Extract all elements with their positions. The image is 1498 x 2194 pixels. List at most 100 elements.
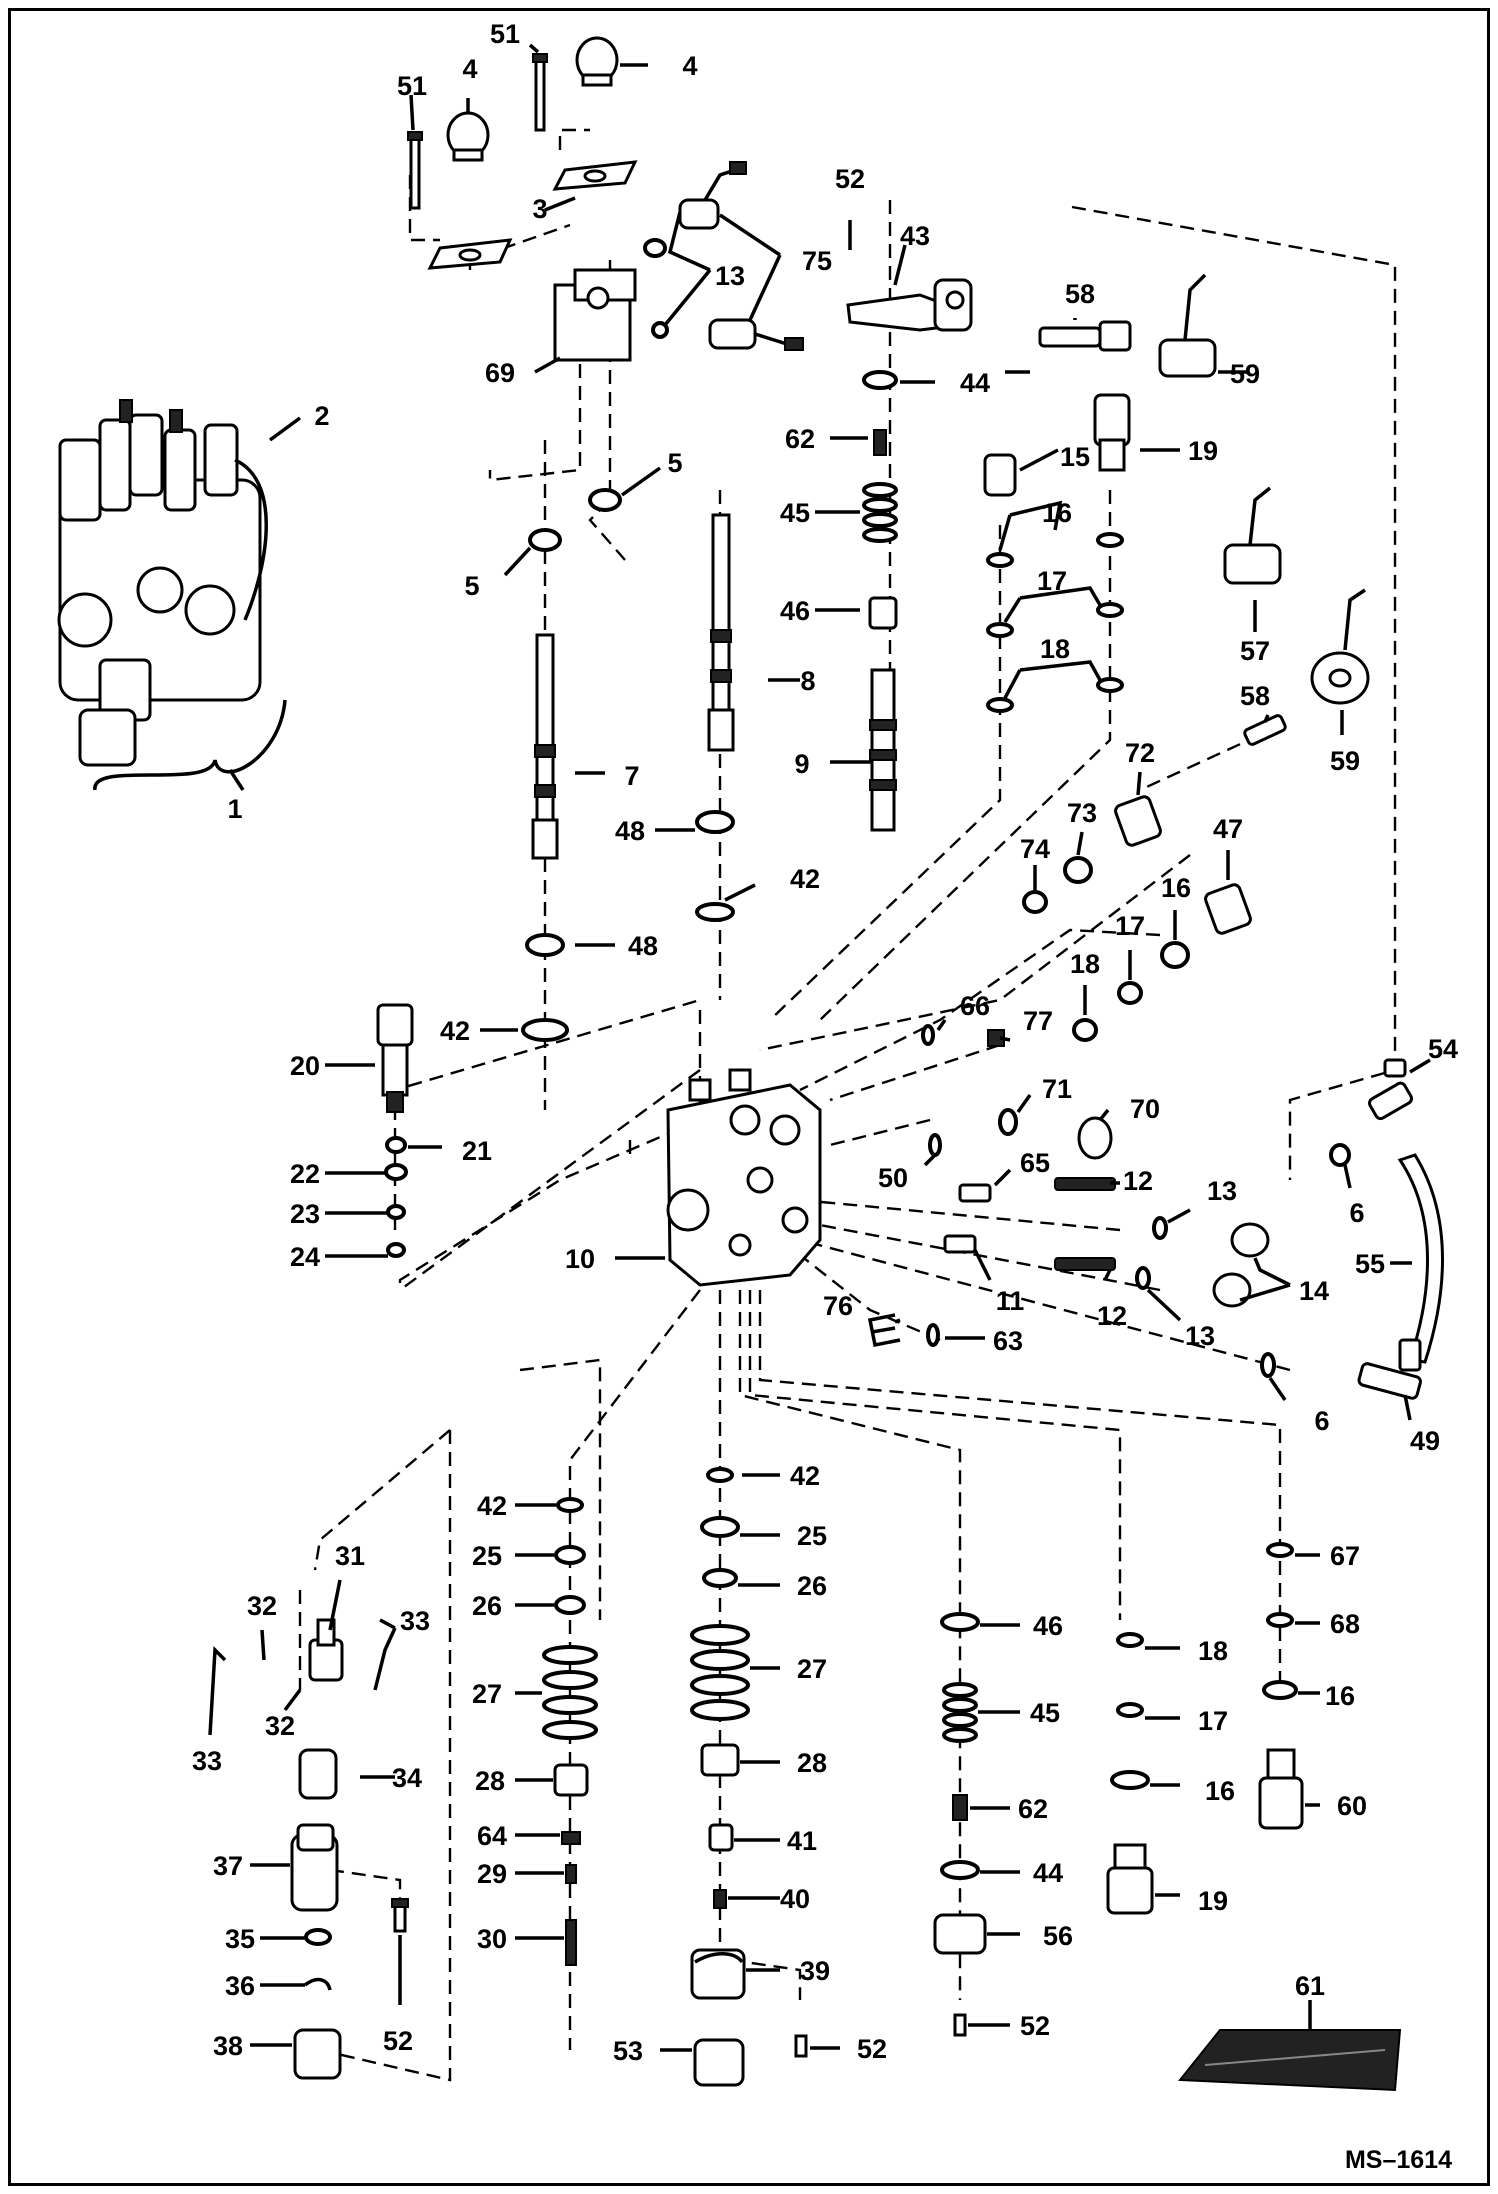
- callout-26: 26: [472, 1591, 502, 1621]
- callout-1: 1: [227, 794, 242, 824]
- cover-39: [690, 1948, 746, 2000]
- coil-59-top: [1158, 273, 1217, 378]
- callout-12: 12: [1097, 1301, 1127, 1331]
- callout-11: 11: [996, 1286, 1025, 1316]
- gasket-left: [427, 238, 513, 270]
- coil-37: [290, 1823, 339, 1912]
- callout-48: 48: [628, 931, 658, 961]
- callout-8: 8: [800, 666, 815, 696]
- callout-28: 28: [475, 1766, 505, 1796]
- callout-13: 13: [1185, 1321, 1215, 1351]
- callout-28: 28: [797, 1748, 827, 1778]
- callout-27: 27: [472, 1679, 502, 1709]
- callout-19: 19: [1188, 436, 1218, 466]
- spring-45: [862, 482, 898, 543]
- callout-26: 26: [797, 1571, 827, 1601]
- cartridge-19-bottom: [1106, 1843, 1154, 1915]
- callout-33: 33: [192, 1746, 222, 1776]
- solenoid-wire: [678, 161, 804, 351]
- callout-41: 41: [787, 1826, 817, 1856]
- callout-46: 46: [1033, 1611, 1063, 1641]
- callout-67: 67: [1330, 1541, 1360, 1571]
- callout-70: 70: [1130, 1094, 1160, 1124]
- cartridge-19-top: [1093, 393, 1131, 472]
- callout-51: 51: [397, 71, 427, 101]
- callout-5: 5: [667, 448, 682, 478]
- callout-45: 45: [780, 498, 810, 528]
- callout-4: 4: [462, 54, 477, 84]
- callout-12: 12: [1123, 1166, 1153, 1196]
- callout-53: 53: [613, 2036, 643, 2066]
- cap-upper: [575, 36, 619, 87]
- parts: [57, 36, 1444, 2092]
- callout-64: 64: [477, 1821, 507, 1851]
- coil-59-right: [1310, 588, 1370, 705]
- screw-left: [407, 131, 423, 210]
- gasket-right: [552, 160, 638, 191]
- callout-31: 31: [335, 1541, 365, 1571]
- callout-50: 50: [878, 1163, 908, 1193]
- callout-6: 6: [1314, 1406, 1329, 1436]
- callout-14: 14: [1299, 1276, 1329, 1306]
- callout-32: 32: [265, 1711, 295, 1741]
- cap-lower: [446, 111, 490, 162]
- callout-21: 21: [462, 1136, 492, 1166]
- fitting-54: [1368, 1058, 1413, 1121]
- callout-9: 9: [794, 749, 809, 779]
- callout-57: 57: [1240, 636, 1270, 666]
- callout-18: 18: [1198, 1636, 1228, 1666]
- callout-75: 75: [802, 246, 832, 276]
- callout-23: 23: [290, 1199, 320, 1229]
- callout-43: 43: [900, 221, 930, 251]
- callout-25: 25: [797, 1521, 827, 1551]
- housing-block: [553, 268, 637, 362]
- callout-22: 22: [290, 1159, 320, 1189]
- screw-right: [532, 53, 548, 132]
- callout-54: 54: [1428, 1034, 1458, 1064]
- callout-17: 17: [1115, 911, 1145, 941]
- callout-25: 25: [472, 1541, 502, 1571]
- callout-39: 39: [800, 1956, 830, 1986]
- callout-55: 55: [1355, 1249, 1385, 1279]
- cartridge-60: [1258, 1748, 1304, 1830]
- callout-62: 62: [785, 424, 815, 454]
- callout-4: 4: [682, 51, 697, 81]
- callout-33: 33: [400, 1606, 430, 1636]
- callout-40: 40: [780, 1884, 810, 1914]
- callout-17: 17: [1198, 1706, 1228, 1736]
- valve-body: [666, 1068, 822, 1287]
- callout-63: 63: [993, 1326, 1023, 1356]
- callout-3: 3: [532, 194, 547, 224]
- callout-72: 72: [1125, 738, 1155, 768]
- solenoid-assembly-31: [308, 1618, 344, 1682]
- callout-5: 5: [464, 571, 479, 601]
- callout-49: 49: [1410, 1426, 1440, 1456]
- callout-37: 37: [213, 1851, 243, 1881]
- callout-77: 77: [1023, 1006, 1053, 1036]
- callout-42: 42: [477, 1491, 507, 1521]
- callout-44: 44: [960, 368, 990, 398]
- drawing-code: MS–1614: [1345, 2146, 1452, 2174]
- callout-27: 27: [797, 1654, 827, 1684]
- valve-assembly-inset: [57, 399, 268, 767]
- callout-6: 6: [1349, 1198, 1364, 1228]
- callout-47: 47: [1213, 814, 1243, 844]
- callout-20: 20: [290, 1051, 320, 1081]
- callout-52: 52: [857, 2034, 887, 2064]
- callout-51: 51: [490, 19, 520, 49]
- callout-48: 48: [615, 816, 645, 846]
- callout-2: 2: [314, 401, 329, 431]
- valve-cartridge-58: [1038, 320, 1132, 352]
- callout-17: 17: [1037, 566, 1067, 596]
- callout-34: 34: [392, 1763, 422, 1793]
- callout-16: 16: [1205, 1776, 1235, 1806]
- diagram-frame: [8, 8, 1490, 2186]
- callout-66: 66: [960, 991, 990, 1021]
- callout-52: 52: [835, 164, 865, 194]
- callout-62: 62: [1018, 1794, 1048, 1824]
- callout-18: 18: [1040, 634, 1070, 664]
- callout-42: 42: [790, 1461, 820, 1491]
- callout-30: 30: [477, 1924, 507, 1954]
- callout-16: 16: [1325, 1681, 1355, 1711]
